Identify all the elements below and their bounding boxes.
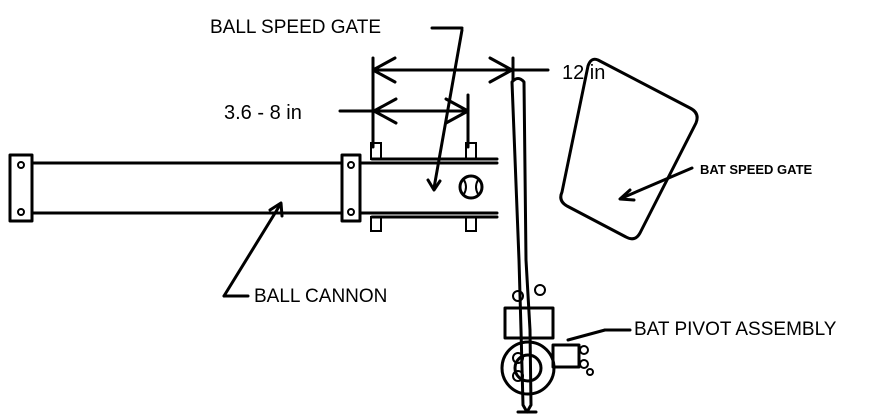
bolt-head-icon (347, 208, 355, 216)
dim-range-label: 3.6 - 8 in (224, 102, 302, 124)
dimension-12-in (371, 56, 550, 149)
gate-post (465, 142, 477, 160)
leader-ball-cannon (222, 201, 284, 298)
ball-speed-gate-label: BALL SPEED GATE (210, 17, 381, 38)
bat-speed-gate-label: BAT SPEED GATE (700, 162, 813, 177)
dim-12-label: 12 in (562, 62, 605, 84)
cannon-right-flange (340, 153, 362, 223)
ball-cannon-label: BALL CANNON (254, 286, 387, 307)
bat-pivot-assembly (500, 284, 594, 396)
leader-bat-speed-gate (618, 166, 694, 202)
gate-post (465, 216, 477, 232)
bat-speed-gate (559, 57, 699, 241)
cannon-barrel (30, 161, 344, 215)
bat (510, 77, 538, 414)
leader-bat-pivot (566, 328, 632, 342)
leader-ball-speed-gate (426, 26, 464, 192)
bat-pivot-assembly-label: BAT PIVOT ASSEMBLY (634, 319, 837, 340)
bolt-head-icon (17, 161, 25, 169)
gate-post (370, 142, 382, 160)
ball-cannon (8, 153, 362, 223)
cannon-left-flange (8, 153, 34, 223)
bolt-head-icon (347, 161, 355, 169)
ball-speed-gate (358, 142, 499, 232)
gate-post (370, 216, 382, 232)
bolt-head-icon (17, 208, 25, 216)
baseball-icon (458, 174, 484, 200)
